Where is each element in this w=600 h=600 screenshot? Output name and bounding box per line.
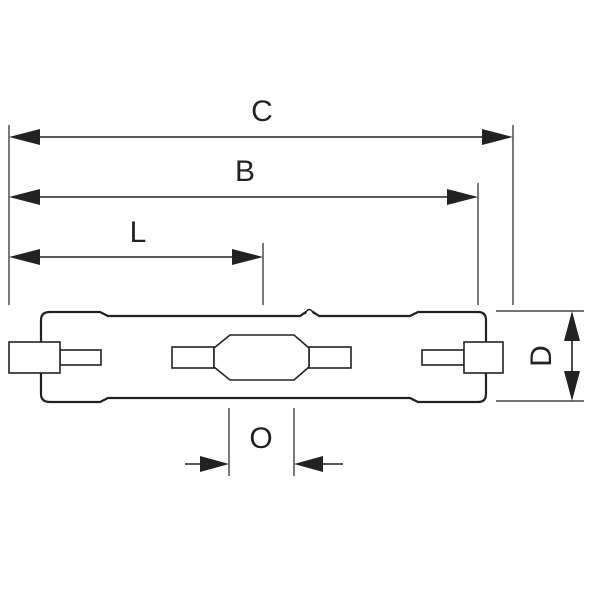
dimension-b-label: B	[235, 155, 255, 188]
inner-right-foil	[308, 346, 352, 369]
dimension-c: C	[9, 95, 513, 145]
dimension-l-label: L	[130, 216, 147, 249]
lamp-exhaust-tip	[304, 308, 315, 315]
dimension-o-right-arrow	[294, 456, 323, 472]
arc-tube	[213, 334, 310, 381]
right-end-cap	[463, 341, 504, 374]
left-end-cap	[8, 341, 61, 374]
lamp-body	[8, 308, 504, 404]
dimension-l-right-arrow	[232, 249, 263, 265]
dimension-d-top-arrow	[564, 311, 580, 341]
dimension-o-label: O	[249, 422, 272, 455]
dimension-c-right-arrow	[482, 129, 513, 145]
dimension-c-left-arrow	[9, 129, 40, 145]
dimension-l: L	[9, 216, 263, 265]
dimension-d: D	[496, 310, 584, 402]
dimension-b-right-arrow	[447, 189, 478, 205]
dimension-o-left-arrow	[200, 456, 229, 472]
dimension-d-bottom-arrow	[564, 371, 580, 401]
dimension-b-left-arrow	[9, 189, 40, 205]
dimension-d-label: D	[525, 345, 558, 367]
dimension-c-label: C	[251, 95, 273, 128]
dimension-b: B	[9, 155, 478, 205]
inner-left-foil	[171, 346, 215, 369]
dimension-o: O	[185, 408, 343, 476]
dimension-l-left-arrow	[9, 249, 40, 265]
right-electrode-rod	[421, 349, 465, 366]
left-electrode-rod	[59, 349, 102, 366]
